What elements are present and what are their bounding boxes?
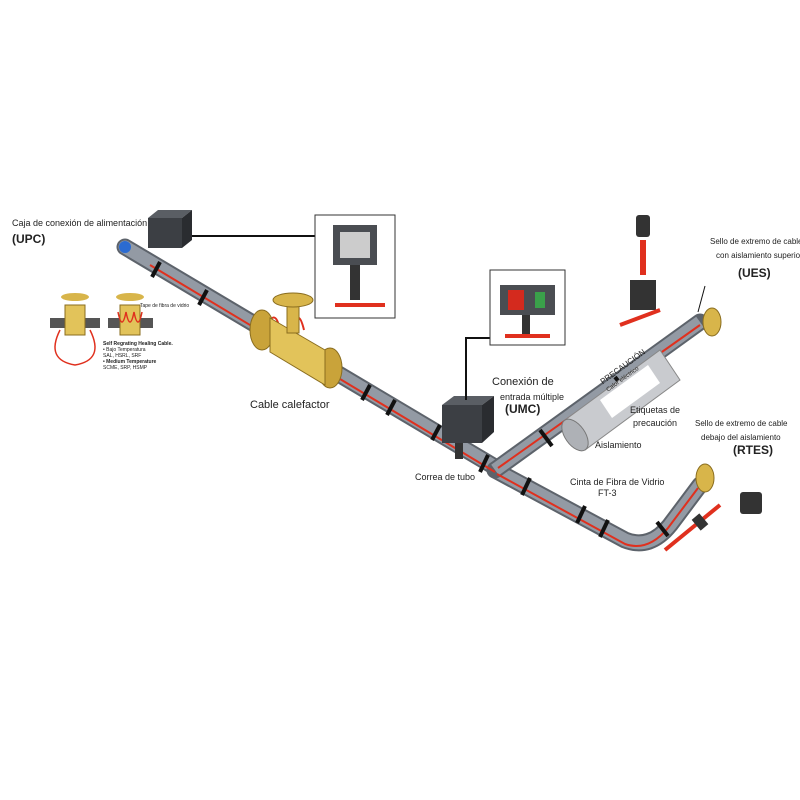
umc-code: (UMC) [505,402,541,416]
rtes-label: Sello de extremo de cable [695,419,788,428]
umc-label: Conexión de [492,376,554,388]
med-temp-models: SCME, SRP, HSMP [103,365,148,371]
tape-code: FT-3 [598,488,617,498]
umc-detail-inset [489,269,566,346]
upc-label: Caja de conexión de alimentación [12,218,148,228]
ues-label: Sello de extremo de cable [710,237,800,246]
med-temp: • Medium Temperature [103,359,157,365]
valve-cable-detail [50,293,153,366]
umc-label-2: entrada múltiple [500,392,565,402]
tape-label: Cinta de Fibra de Vidrio [570,477,665,487]
rtes-code: (RTES) [733,443,773,457]
caution-labels-label: Etiquetas de [630,405,681,415]
rtes-label-2: debajo del aislamiento [701,433,781,442]
low-temp-models: SAL, HSRL, SRF [103,353,142,359]
tape-note: Tape de fibra de vidrio [140,303,190,309]
rtes-seal [663,463,762,552]
cable-title: Self Regrating Healing Cable. [103,341,173,347]
strap-label: Correa de tubo [415,472,476,482]
pipe-end [119,241,131,253]
insulation-cylinder [561,349,681,452]
upc-detail-inset [314,214,396,319]
ues-code: (UES) [738,266,771,280]
upc-box [148,210,316,248]
insulation-label: Aislamiento [595,440,642,450]
umc-box [442,337,494,459]
ues-seal [619,215,722,337]
upc-code: (UPC) [12,232,46,246]
caution-labels-label-2: precaución [633,418,678,428]
valve-inset-text: Self Regrating Healing Cable. • Bajo Tem… [103,341,173,371]
low-temp: • Bajo Temperatura [103,347,146,353]
ues-label-2: con aislamiento superior [716,251,800,260]
cable-label: Cable calefactor [250,399,330,411]
gate-valve [249,292,343,389]
